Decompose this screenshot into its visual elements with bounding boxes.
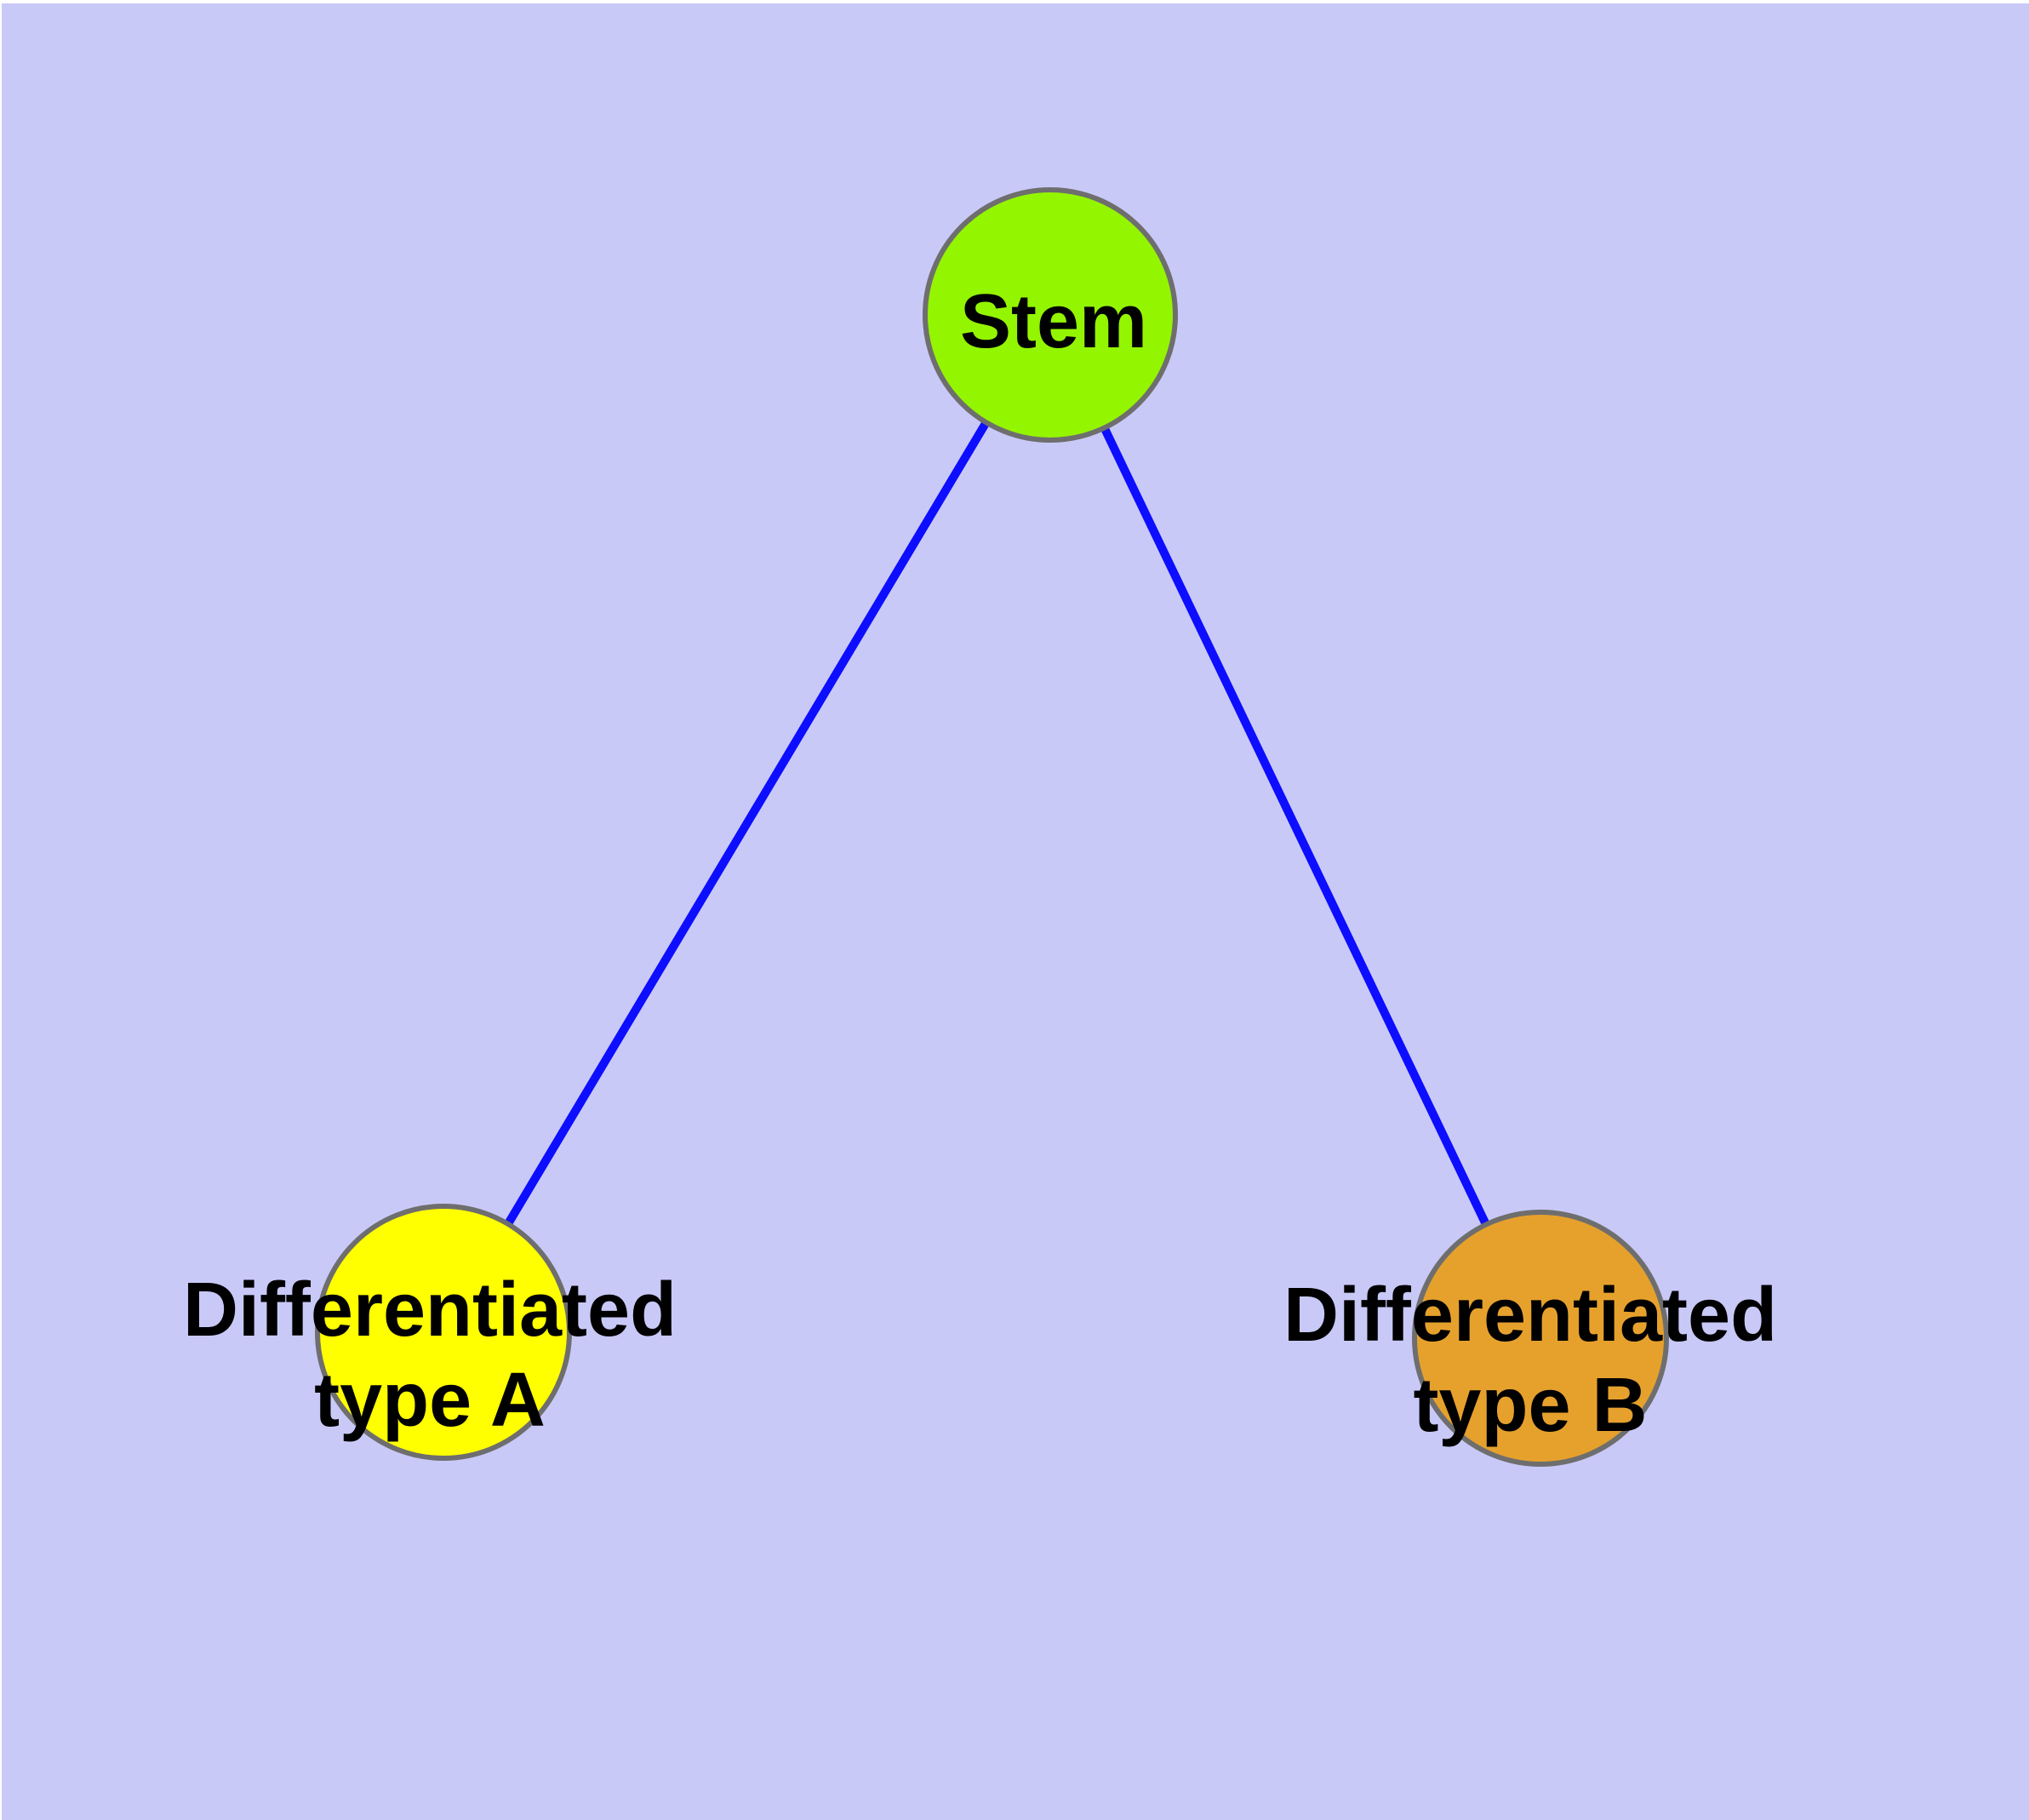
node-stem-circle xyxy=(923,187,1178,443)
node-type-b-circle xyxy=(1412,1210,1669,1467)
node-type-a-label: Differentiated type A xyxy=(182,1267,677,1443)
node-type-a-circle xyxy=(315,1204,572,1461)
node-stem-label: Stem xyxy=(959,278,1148,364)
edge-stem-to-type-b xyxy=(1046,312,1545,1341)
node-type-b-label: Differentiated type B xyxy=(1283,1272,1778,1448)
edge-stem-to-type-a xyxy=(439,312,1055,1335)
